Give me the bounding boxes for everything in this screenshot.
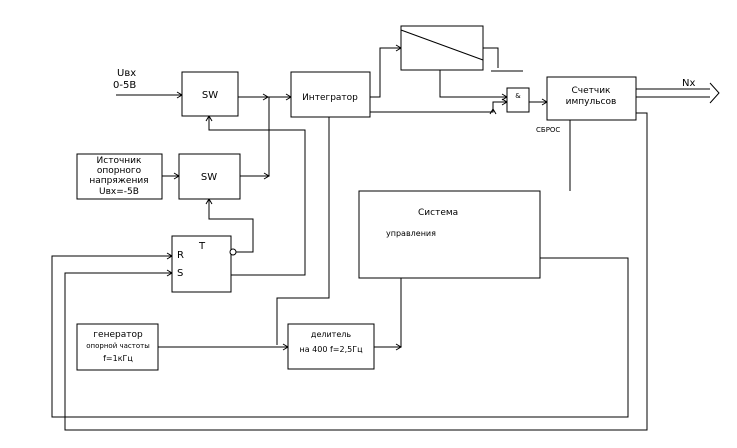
trigger-t: T [198, 241, 206, 252]
divider-label-1: делитель [311, 330, 351, 339]
wire-comparator-to-and [439, 70, 507, 98]
wire-control-to-r [51, 255, 629, 418]
ref-label-3: напряжения [89, 176, 148, 186]
ref-label-2: опорного [97, 166, 142, 176]
ref-label-4: Uвх=-5В [99, 187, 139, 197]
output-label: Nx [682, 78, 695, 89]
comparator-block [400, 25, 484, 71]
comparator-diagonal [400, 29, 484, 61]
counter-label-2: импульсов [566, 97, 617, 107]
wire-divider-to-control [374, 278, 402, 348]
input-label: Uвх [117, 68, 136, 79]
reset-label: СБРОС [536, 126, 560, 134]
rs-trigger-block: R T S [171, 235, 237, 293]
divider-block: делитель на 400 f=2,5Гц [287, 323, 375, 370]
control-label-1: Система [418, 208, 458, 218]
control-label-2: управления [386, 229, 436, 238]
wire-sw2-to-bus [240, 97, 270, 177]
trigger-r: R [177, 250, 184, 261]
switch-1-label: SW [202, 90, 218, 101]
wire-counter-to-s [64, 112, 648, 431]
generator-label-2: опорной частоты [86, 342, 149, 350]
reference-source-block: Источник опорного напряжения Uвх=-5В [76, 153, 163, 200]
ref-label-1: Источник [97, 156, 142, 166]
switch-1: SW [181, 71, 239, 117]
input-range: 0-5В [113, 80, 136, 91]
switch-2-label: SW [201, 172, 217, 183]
trigger-s: S [177, 268, 183, 279]
divider-label-2: на 400 f=2,5Гц [299, 345, 363, 354]
trigger-inverse-output [229, 248, 237, 256]
pulse-counter-block: Счетчик импульсов [546, 76, 637, 121]
and-gate: & [506, 87, 530, 113]
integrator-label: Интегратор [302, 93, 358, 103]
output-bus [636, 88, 710, 98]
generator-label-1: генератор [93, 330, 143, 340]
and-gate-label: & [515, 92, 521, 100]
integrator-block: Интегратор [290, 71, 371, 118]
wire-trigger-to-sw2 [208, 199, 254, 253]
wire-integrator-to-comparator [370, 47, 401, 98]
control-system-block: Система управления [358, 190, 541, 279]
arrowhead [263, 172, 270, 180]
arrowhead [489, 108, 497, 115]
switch-2: SW [178, 153, 241, 200]
arrowhead [262, 93, 269, 101]
counter-label-1: Счетчик [572, 86, 612, 96]
arrowhead [395, 343, 402, 351]
generator-label-3: f=1кГц [103, 354, 133, 363]
generator-block: генератор опорной частоты f=1кГц [76, 323, 159, 371]
output-arrow-head [709, 82, 720, 104]
wire-trigger-to-sw1 [208, 116, 306, 276]
comparator-ground [483, 47, 523, 72]
